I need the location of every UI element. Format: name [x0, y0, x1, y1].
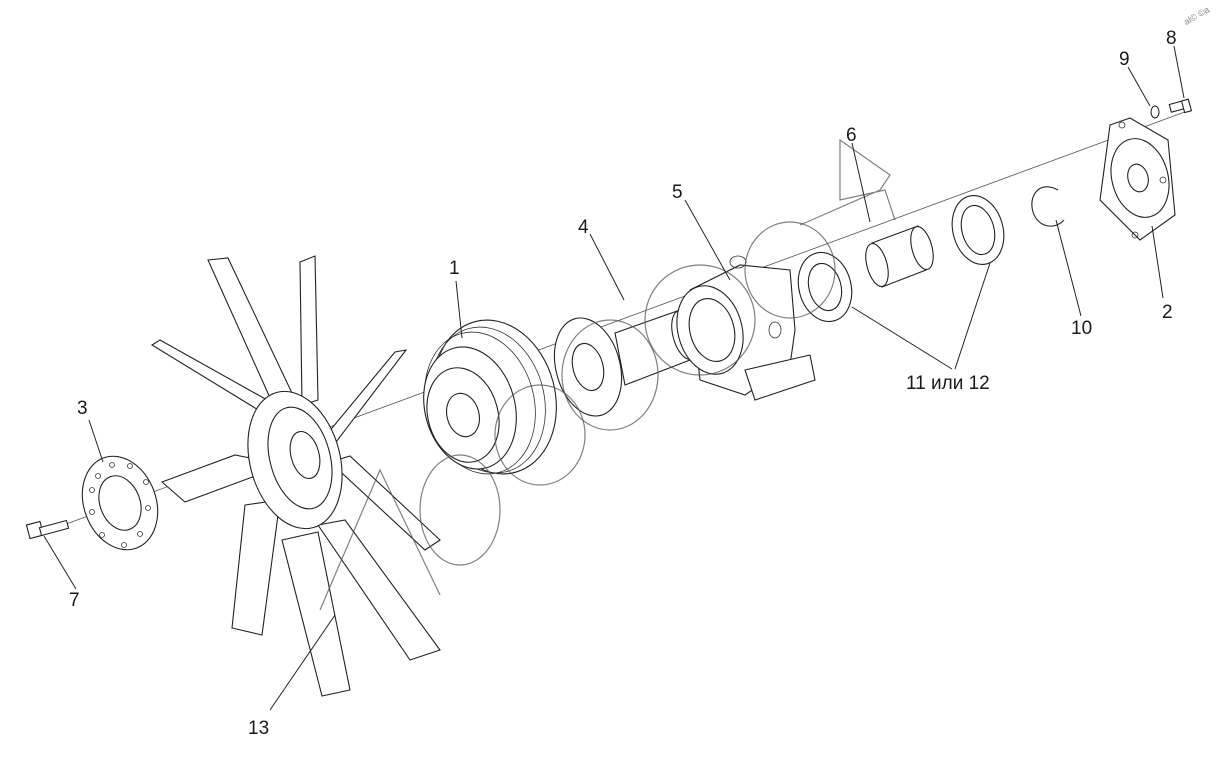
leader-3: [88, 419, 104, 463]
corner-watermark-text: al© ©a: [1182, 4, 1211, 27]
leader-6: [851, 142, 871, 223]
part-5-housing: [676, 255, 816, 401]
part-13-fan: [150, 255, 441, 697]
callout-13: 13: [248, 718, 269, 739]
part-11-12-seal: [951, 195, 1005, 265]
leader-10: [1055, 219, 1082, 317]
callout-5: 5: [672, 182, 683, 203]
part-3-gasket: [81, 455, 159, 551]
leader-13: [269, 614, 336, 711]
leader-4: [589, 233, 625, 301]
leader-2: [1151, 225, 1164, 299]
leader-8: [1173, 45, 1185, 99]
callout-6: 6: [846, 125, 857, 146]
callout-10: 10: [1071, 318, 1092, 339]
part-6-sleeve: [865, 225, 934, 288]
leader-11-b: [954, 262, 991, 370]
callout-11-12: 11 или 12: [906, 373, 990, 394]
watermark: al© ©a: [319, 4, 1211, 611]
callout-7: 7: [69, 590, 80, 611]
callout-9: 9: [1119, 49, 1130, 70]
callout-1: 1: [449, 258, 460, 279]
part-7-bolt: [25, 519, 70, 540]
callout-3: 3: [77, 398, 88, 419]
leader-5: [684, 199, 731, 281]
leader-9: [1127, 66, 1151, 107]
part-8-bolt: [1168, 98, 1193, 114]
callout-4: 4: [578, 217, 589, 238]
leader-11-a: [851, 306, 953, 370]
leader-1: [455, 280, 463, 339]
part-10-retaining-ring: [1031, 186, 1065, 227]
part-9-washer: [1150, 105, 1160, 119]
part-2-cover: [1099, 117, 1176, 241]
leader-7: [43, 535, 77, 590]
callout-8: 8: [1166, 28, 1177, 49]
callout-2: 2: [1162, 302, 1173, 323]
part-bearing-inner: [797, 251, 853, 323]
part-1-pulley: [423, 319, 557, 475]
